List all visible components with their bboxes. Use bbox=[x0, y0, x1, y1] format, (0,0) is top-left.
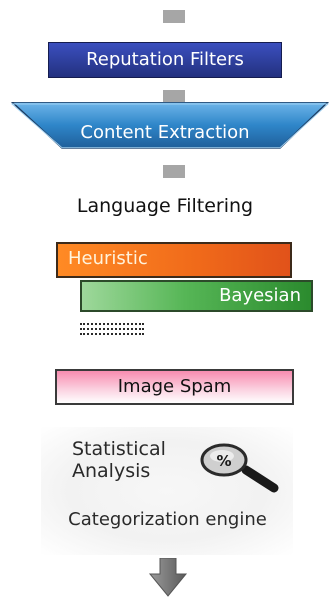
connector-content-language bbox=[163, 165, 185, 178]
statistical-analysis-label: Statistical Analysis bbox=[72, 438, 166, 482]
categorization-engine-panel bbox=[41, 427, 293, 555]
content-extraction-funnel bbox=[10, 102, 330, 149]
dotted-line-2 bbox=[80, 328, 144, 330]
heuristic-box: Heuristic bbox=[56, 242, 292, 278]
magnifying-glass-percent-icon: % bbox=[200, 443, 279, 493]
connector-reputation-content bbox=[163, 90, 185, 103]
svg-text:%: % bbox=[216, 452, 231, 470]
categorization-engine-label: Categorization engine bbox=[68, 509, 267, 530]
connector-top bbox=[163, 10, 185, 23]
dotted-line-1 bbox=[80, 323, 144, 325]
dotted-line-3 bbox=[80, 333, 144, 335]
reputation-filters-box: Reputation Filters bbox=[48, 42, 282, 78]
down-arrow-icon bbox=[148, 558, 188, 597]
language-filtering-label: Language Filtering bbox=[76, 195, 254, 217]
content-extraction-label: Content Extraction bbox=[80, 122, 250, 143]
bayesian-box: Bayesian bbox=[80, 280, 313, 312]
image-spam-box: Image Spam bbox=[55, 369, 294, 405]
